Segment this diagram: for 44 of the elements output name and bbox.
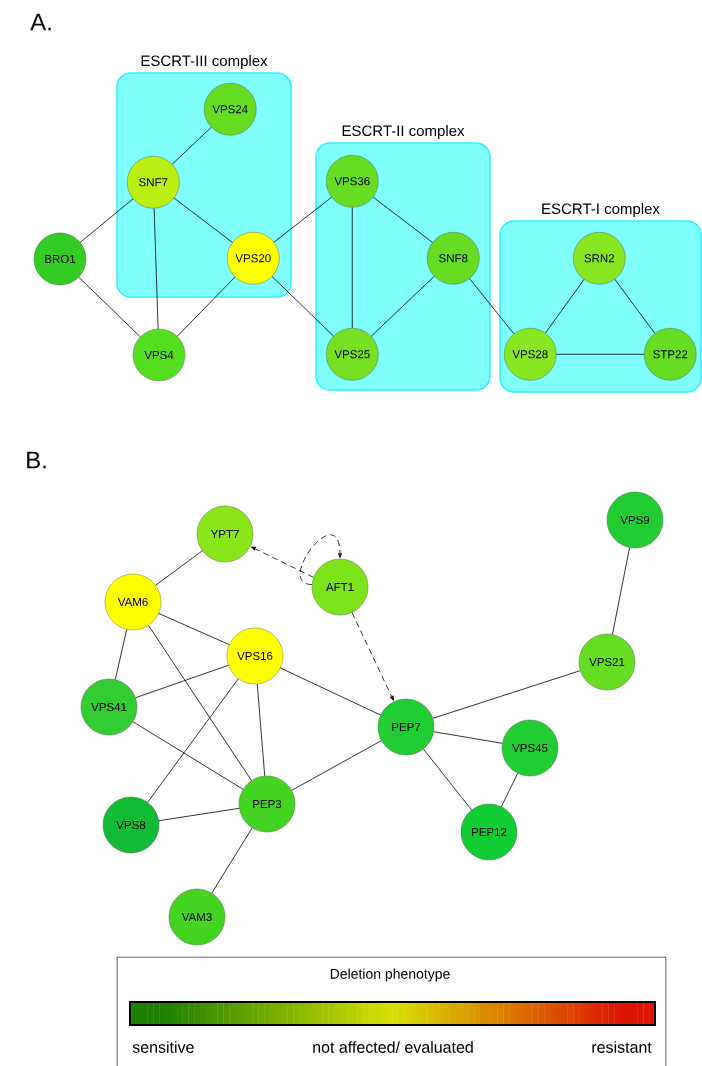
connector-line	[545, 279, 585, 334]
connector-line	[176, 276, 236, 337]
connector-line	[158, 613, 230, 645]
dashed-arrow	[251, 546, 314, 578]
legend-label: resistant	[592, 1041, 652, 1053]
connector-line	[147, 678, 239, 803]
connector-line	[372, 196, 433, 243]
connector-line	[271, 276, 334, 337]
connector-line	[211, 827, 253, 894]
connector-line	[173, 197, 233, 243]
connector-line	[171, 126, 212, 165]
connector-line	[158, 807, 240, 822]
connector-line	[501, 772, 519, 808]
connector-line	[153, 208, 159, 330]
connector-line	[612, 547, 630, 635]
dashed-arrow	[351, 612, 394, 701]
connector-line	[469, 278, 515, 335]
node-label: ESCRT-II complex	[342, 125, 465, 140]
connector-line	[135, 664, 229, 699]
connector-line	[433, 731, 503, 744]
connector-line	[155, 550, 203, 586]
connector-line	[132, 721, 244, 790]
connector-line	[432, 670, 581, 719]
connector-line	[614, 278, 656, 334]
connector-line	[423, 748, 472, 811]
connector-line	[148, 625, 252, 781]
connector-line	[256, 683, 266, 777]
connector-line	[273, 196, 332, 243]
connector-line	[79, 198, 134, 243]
connector-line	[291, 740, 382, 791]
node-label: ESCRT-III complex	[141, 55, 268, 70]
legend-label: sensitive	[132, 1041, 194, 1053]
panel-label: B.	[27, 451, 46, 469]
connector-line	[280, 667, 381, 716]
panel-label: A.	[30, 13, 51, 31]
node-label: ESCRT-I complex	[542, 203, 660, 218]
connector-line	[556, 353, 645, 355]
connector-line	[78, 276, 141, 338]
connector-line	[370, 275, 435, 337]
connector-line	[351, 207, 353, 329]
connector-line	[114, 629, 128, 680]
legend-title: Deletion phenotype	[330, 968, 450, 982]
legend-label: not affected/ evaluated	[313, 1041, 473, 1053]
dashed-arrow	[299, 534, 342, 585]
